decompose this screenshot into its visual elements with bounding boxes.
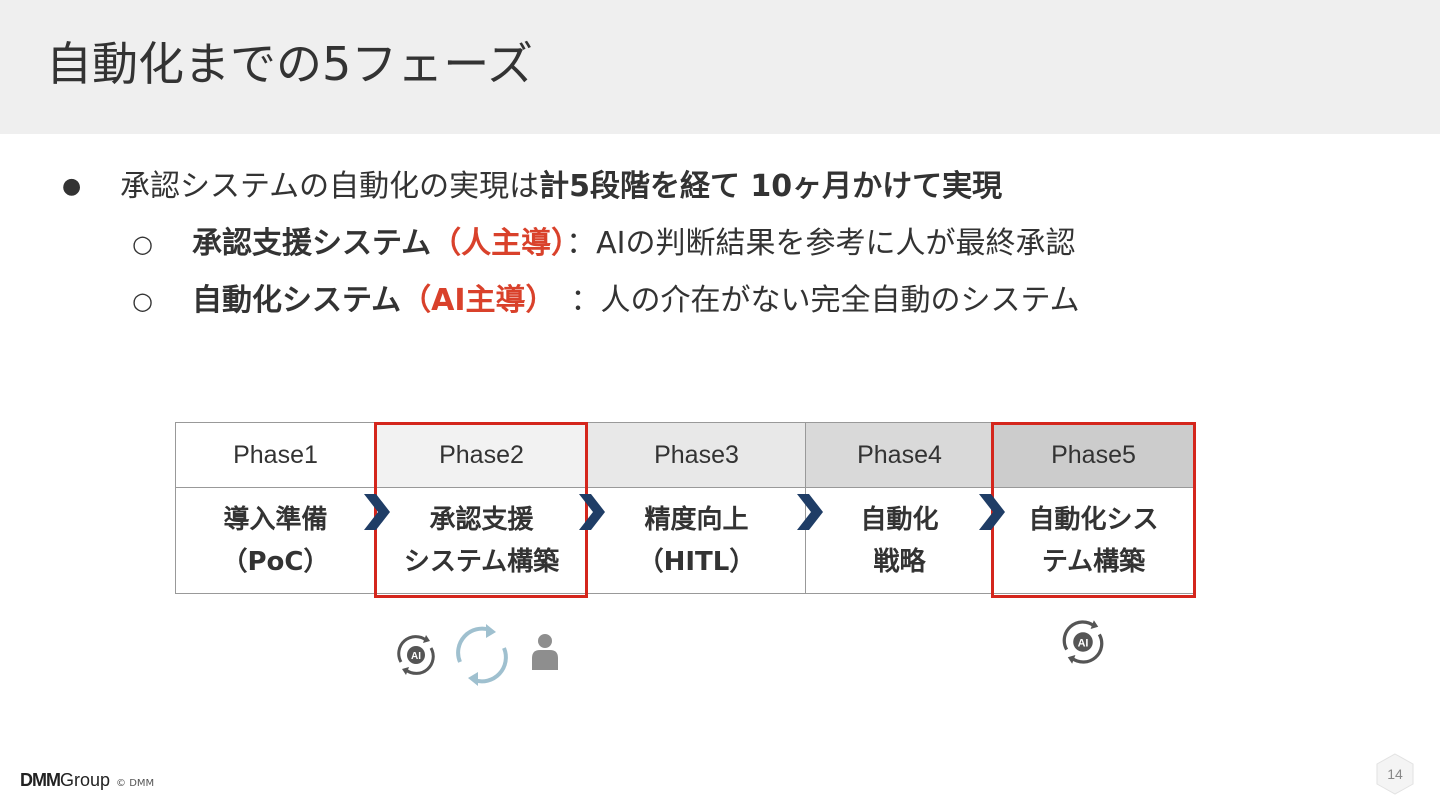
copyright-text: © DMM <box>116 778 155 789</box>
phase-5-header: Phase5 <box>993 422 1194 488</box>
phase-2-header: Phase2 <box>375 422 588 488</box>
bullet-sub-2-text: 自動化システム（AI主導） ：人の介在がない完全自動のシステム <box>192 276 1080 326</box>
bullet-sub-2-rest: ：人の介在がない完全自動のシステム <box>540 283 1080 318</box>
bullet-list: ● 承認システムの自動化の実現は計5段階を経て 10ヶ月かけて実現 ○ 承認支援… <box>60 162 1360 333</box>
bullet-sub-1-red: （人主導） <box>431 226 567 261</box>
sub-bullet-marker: ○ <box>132 230 153 258</box>
phase-5-line2: テム構築 <box>1041 547 1146 577</box>
page-title: 自動化までの5フェーズ <box>46 37 533 91</box>
page-number-badge: 14 <box>1376 753 1414 795</box>
phase-4-body: 自動化 戦略 <box>805 487 994 594</box>
bullet-main: ● 承認システムの自動化の実現は計5段階を経て 10ヶ月かけて実現 <box>60 162 1360 219</box>
phase-1-line1: 導入準備 <box>223 505 328 535</box>
ai-cycle-icon: AI <box>1062 620 1104 664</box>
bullet-main-bold: 計5段階を経て 10ヶ月かけて実現 <box>539 169 1003 204</box>
phase-3-header: Phase3 <box>587 422 806 488</box>
phase-1-body: 導入準備 （PoC） <box>175 487 376 594</box>
bullet-sub-1-bold: 承認支援システム <box>192 226 432 261</box>
chevron-right-icon <box>979 494 1005 530</box>
phase-1-line2: （PoC） <box>221 547 330 577</box>
bullet-sub-1-text: 承認支援システム（人主導）：AIの判断結果を参考に人が最終承認 <box>192 219 1075 269</box>
phase-3-line1: 精度向上 <box>644 505 749 535</box>
sub-bullet-marker: ○ <box>132 287 153 315</box>
page-number: 14 <box>1387 766 1403 782</box>
title-bar: 自動化までの5フェーズ <box>0 0 1440 134</box>
phase-4-line2: 戦略 <box>873 547 926 577</box>
bullet-sub-1: ○ 承認支援システム（人主導）：AIの判断結果を参考に人が最終承認 <box>60 219 1360 276</box>
phase-1-header: Phase1 <box>175 422 376 488</box>
phase-3-body: 精度向上 （HITL） <box>587 487 806 594</box>
ai-cycle-icon: AI <box>397 635 435 675</box>
ai-label: AI <box>1078 637 1089 649</box>
phase-4-line1: 自動化 <box>860 505 939 535</box>
bullet-sub-2-bold: 自動化システム <box>192 283 402 318</box>
bullet-main-normal: 承認システムの自動化の実現は <box>120 169 540 204</box>
phase-3: Phase3 精度向上 （HITL） <box>587 422 806 594</box>
phase-1: Phase1 導入準備 （PoC） <box>175 422 376 594</box>
phase-4-header: Phase4 <box>805 422 994 488</box>
sync-arrows-icon <box>456 624 508 686</box>
bullet-sub-1-rest: ：AIの判断結果を参考に人が最終承認 <box>566 226 1076 261</box>
bullet-marker: ● <box>62 174 82 199</box>
chevron-right-icon <box>364 494 390 530</box>
phase-5-body: 自動化シス テム構築 <box>993 487 1194 594</box>
logo-dmm-text: DMM <box>20 770 61 790</box>
bullet-main-text: 承認システムの自動化の実現は計5段階を経て 10ヶ月かけて実現 <box>120 162 1002 212</box>
phase-2-body: 承認支援 システム構築 <box>375 487 588 594</box>
dmm-group-logo: DMMGroup © DMM <box>20 770 154 791</box>
chevron-right-icon <box>579 494 605 530</box>
phase-3-line2: （HITL） <box>637 547 756 577</box>
logo-group-text: Group <box>60 770 111 790</box>
bullet-sub-2-red: （AI主導） <box>401 283 541 318</box>
person-icon <box>532 634 558 670</box>
phase-4: Phase4 自動化 戦略 <box>805 422 994 594</box>
chevron-right-icon <box>797 494 823 530</box>
phase-2-line2: システム構築 <box>403 547 560 577</box>
phase-5-line1: 自動化シス <box>1028 505 1159 535</box>
phase-5: Phase5 自動化シス テム構築 <box>993 422 1194 594</box>
phase-2: Phase2 承認支援 システム構築 <box>375 422 588 594</box>
phase-2-line1: 承認支援 <box>429 505 534 535</box>
ai-label: AI <box>411 651 421 662</box>
bullet-sub-2: ○ 自動化システム（AI主導） ：人の介在がない完全自動のシステム <box>60 276 1360 333</box>
